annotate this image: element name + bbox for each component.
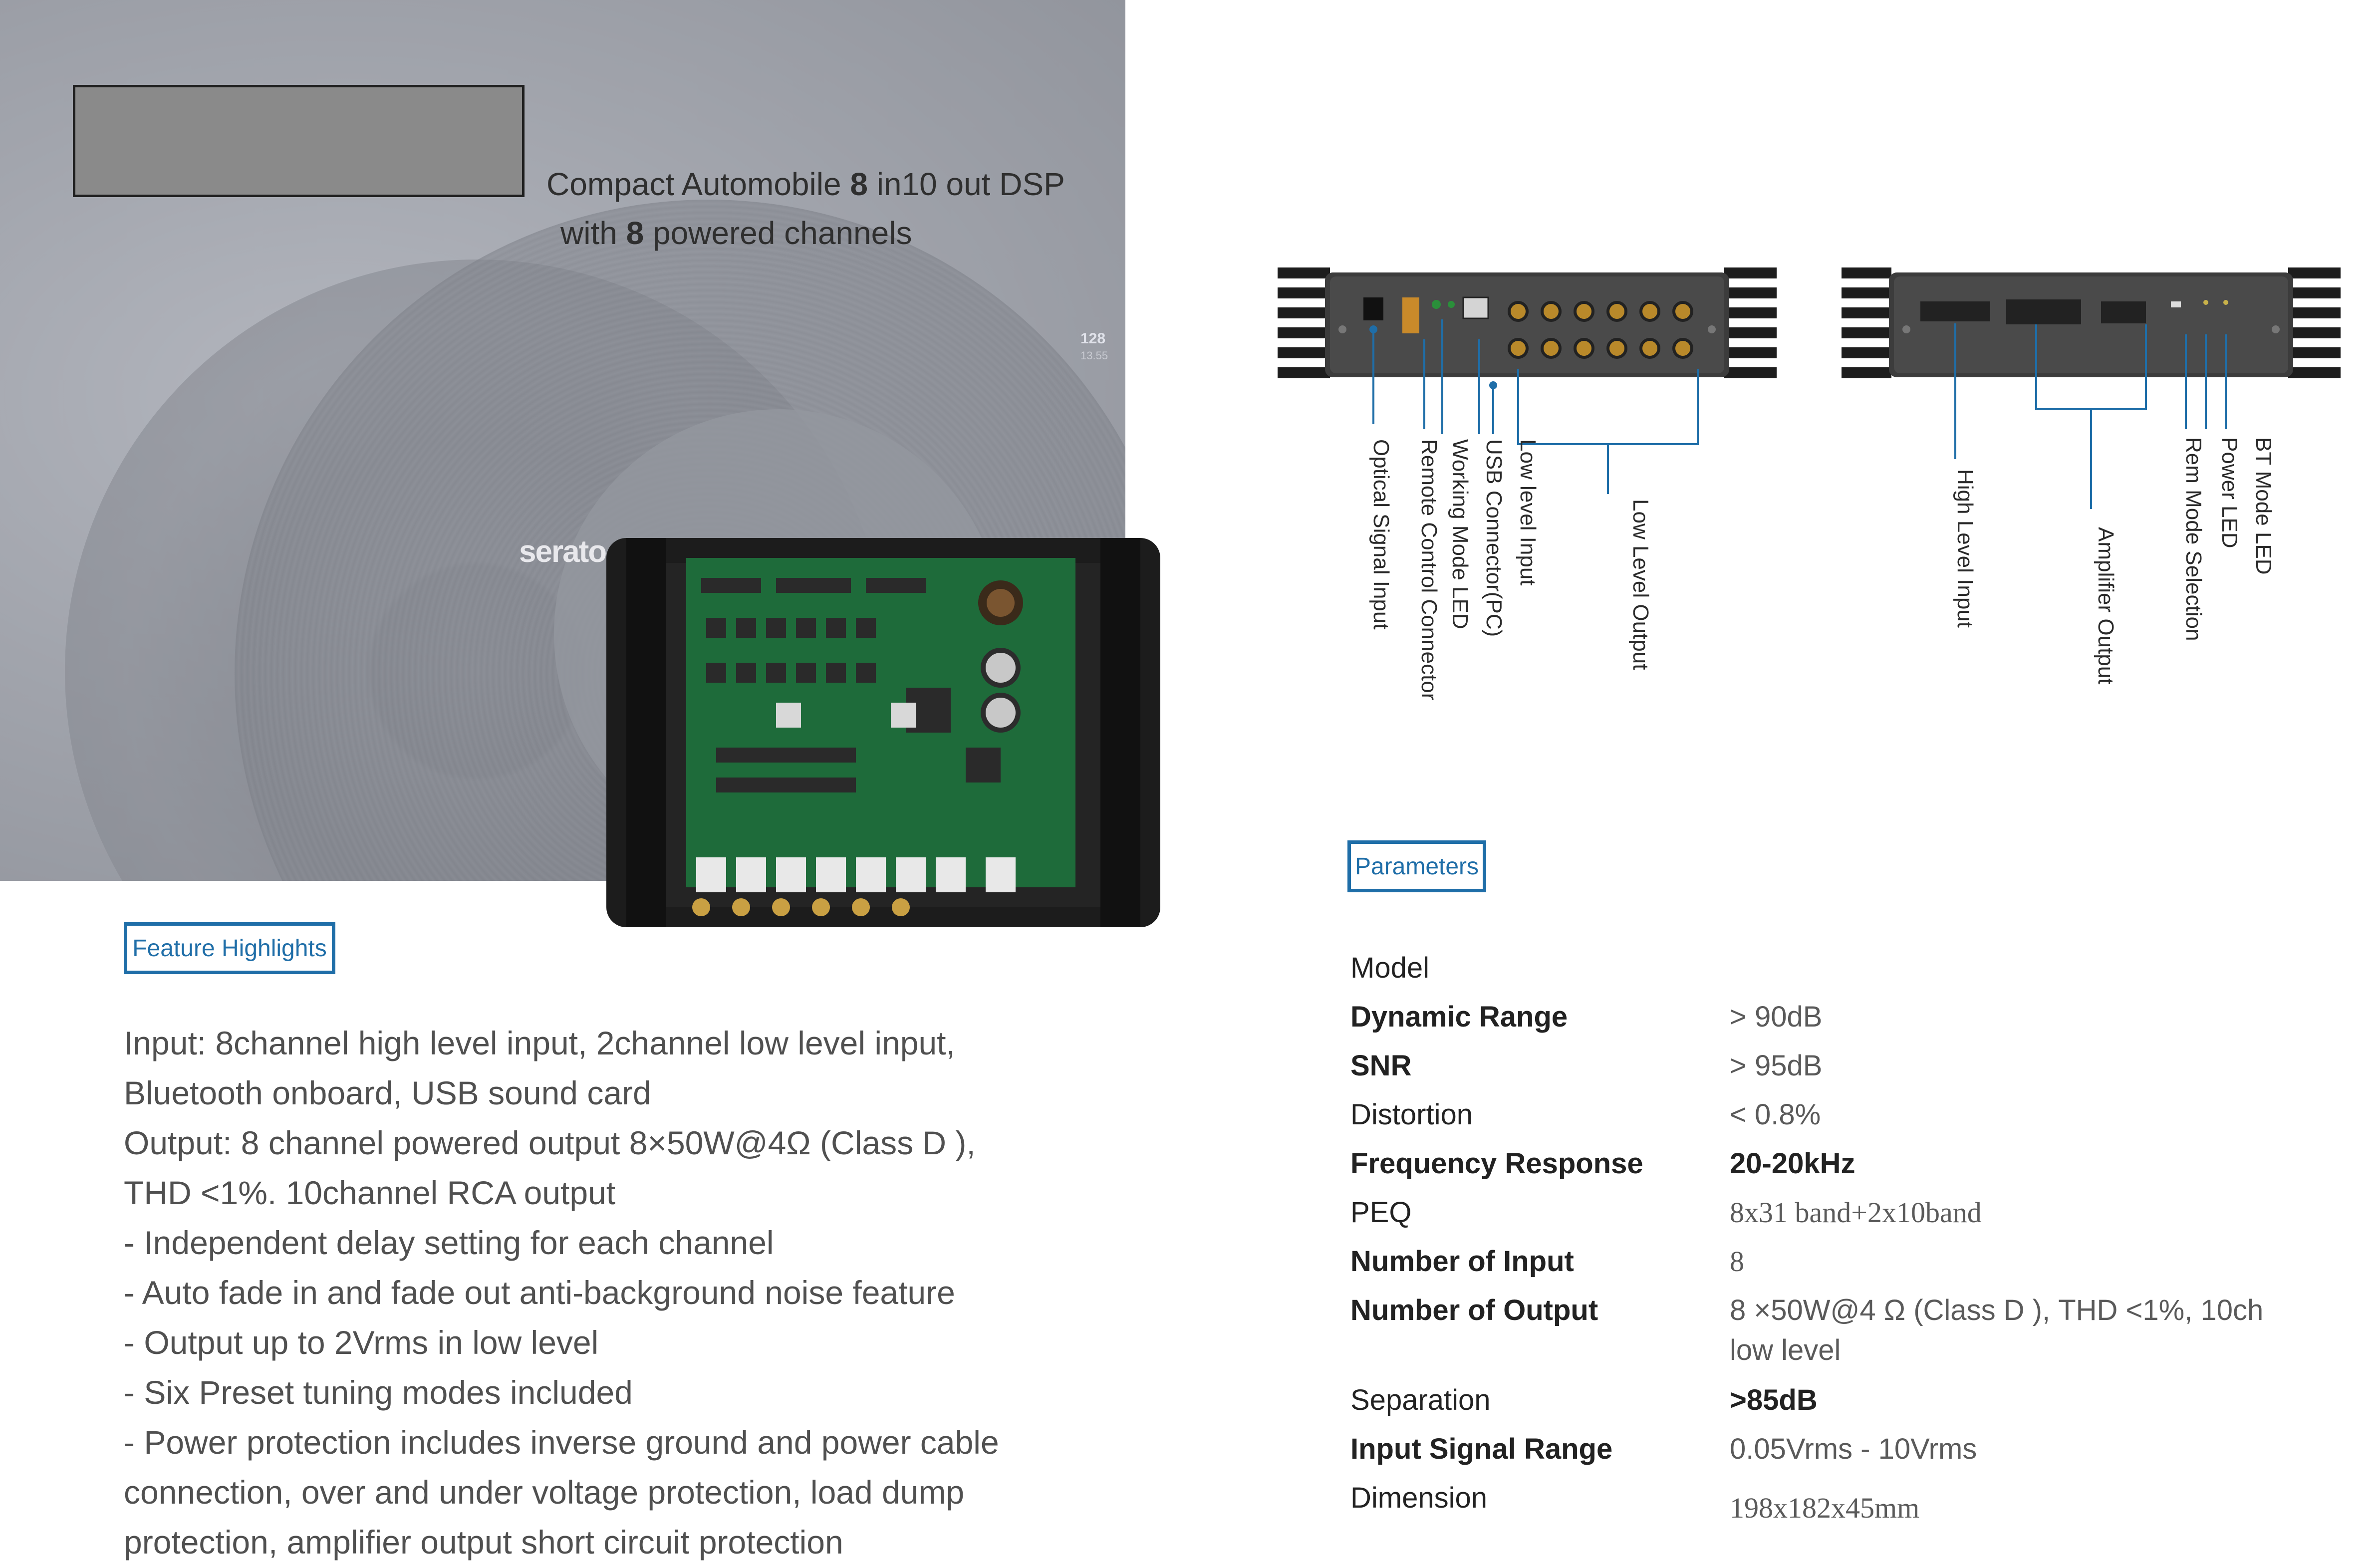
- label-bt-mode-led: BT Mode LED: [2251, 437, 2276, 575]
- label-low-level-output: Low Level Output: [1628, 499, 1653, 670]
- headline-text: in: [867, 166, 902, 202]
- param-key: Number of Output: [1350, 1294, 1598, 1326]
- param-key: Distortion: [1350, 1098, 1473, 1131]
- feature-line: Output: 8 channel powered output 8×50W@4…: [124, 1124, 976, 1161]
- feature-line: - Six Preset tuning modes included: [124, 1374, 633, 1411]
- label-amplifier-output: Amplifier Output: [2094, 527, 2118, 685]
- feature-line: connection, over and under voltage prote…: [124, 1474, 965, 1511]
- feature-line: - Power protection includes inverse grou…: [124, 1424, 999, 1461]
- param-key: SNR: [1350, 1049, 1412, 1082]
- param-value: 8: [1730, 1245, 1744, 1278]
- param-value: 20-20kHz: [1730, 1147, 1855, 1180]
- label-remote-control-connector: Remote Control Connector: [1417, 439, 1441, 701]
- headline-line-1: Compact Automobile 8 in10 out DSP: [546, 160, 1115, 209]
- param-value: < 0.8%: [1730, 1098, 1821, 1131]
- heatsink-right: [1100, 538, 1140, 927]
- headline-text: powered channels: [644, 215, 912, 251]
- label-power-led: Power LED: [2217, 437, 2242, 548]
- headline-text: with: [560, 215, 626, 251]
- param-value: > 90dB: [1730, 1001, 1823, 1033]
- dsp-device-photo: [606, 538, 1160, 927]
- feature-line: Bluetooth onboard, USB sound card: [124, 1074, 651, 1111]
- feature-line: Input: 8channel high level input, 2chann…: [124, 1025, 955, 1061]
- param-value: 8 ×50W@4 Ω (Class D ), THD <1%, 10ch: [1730, 1294, 2264, 1326]
- label-working-mode-led: Working Mode LED: [1448, 439, 1472, 629]
- feature-line: - Independent delay setting for each cha…: [124, 1224, 774, 1261]
- param-value: 198x182x45mm: [1730, 1492, 1920, 1524]
- feature-highlights-badge: Feature Highlights: [124, 922, 335, 974]
- param-key: Input Signal Range: [1350, 1433, 1613, 1465]
- param-key: Separation: [1350, 1384, 1491, 1416]
- right-connector-panel: [1842, 267, 2341, 378]
- headline-line-2: with 8 powered channels: [546, 209, 1115, 258]
- connector-diagram: [1278, 260, 2341, 719]
- feature-line: THD <1%. 10channel RCA output: [124, 1174, 616, 1211]
- feature-line: - Auto fade in and fade out anti-backgro…: [124, 1274, 955, 1311]
- record-number-2: 13.55: [1080, 349, 1108, 362]
- headline-number: 8: [626, 215, 644, 251]
- parameters-badge: Parameters: [1347, 840, 1486, 892]
- param-value: 8x31 band+2x10band: [1730, 1196, 1982, 1229]
- param-key: PEQ: [1350, 1196, 1412, 1229]
- heatsink-left: [626, 538, 666, 927]
- feature-line: protection, amplifier output short circu…: [124, 1524, 843, 1561]
- label-low-level-input: Low level Input: [1516, 439, 1540, 586]
- label-rem-mode-selection: Rem Mode Selection: [2181, 437, 2206, 641]
- label-high-level-input: High Level Input: [1953, 469, 1977, 628]
- headline-number: 10: [901, 166, 937, 202]
- param-key: Model: [1350, 952, 1429, 984]
- label-usb-connector: USB Connector(PC): [1482, 439, 1506, 637]
- feature-list: Input: 8channel high level input, 2chann…: [124, 1018, 1062, 1567]
- param-value: > 95dB: [1730, 1049, 1823, 1082]
- headline-number: 8: [850, 166, 868, 202]
- logo-placeholder: [73, 85, 525, 197]
- label-optical-signal-input: Optical Signal Input: [1369, 439, 1393, 630]
- feature-line: - Output up to 2Vrms in low level: [124, 1324, 599, 1361]
- record-number-1: 128: [1080, 330, 1106, 347]
- headline-text: out DSP: [937, 166, 1065, 202]
- product-headline: Compact Automobile 8 in10 out DSP with 8…: [546, 160, 1115, 258]
- param-key: Frequency Response: [1350, 1147, 1643, 1180]
- param-value: 0.05Vrms - 10Vrms: [1730, 1433, 1977, 1465]
- param-value-line-2: low level: [1730, 1334, 1841, 1366]
- param-key: Dimension: [1350, 1482, 1487, 1514]
- record-brand-text: serato: [519, 534, 607, 569]
- param-value: >85dB: [1730, 1384, 1818, 1416]
- headline-text: Compact Automobile: [546, 166, 850, 202]
- left-connector-panel: [1278, 267, 1777, 378]
- param-key: Number of Input: [1350, 1245, 1574, 1278]
- param-key: Dynamic Range: [1350, 1001, 1568, 1033]
